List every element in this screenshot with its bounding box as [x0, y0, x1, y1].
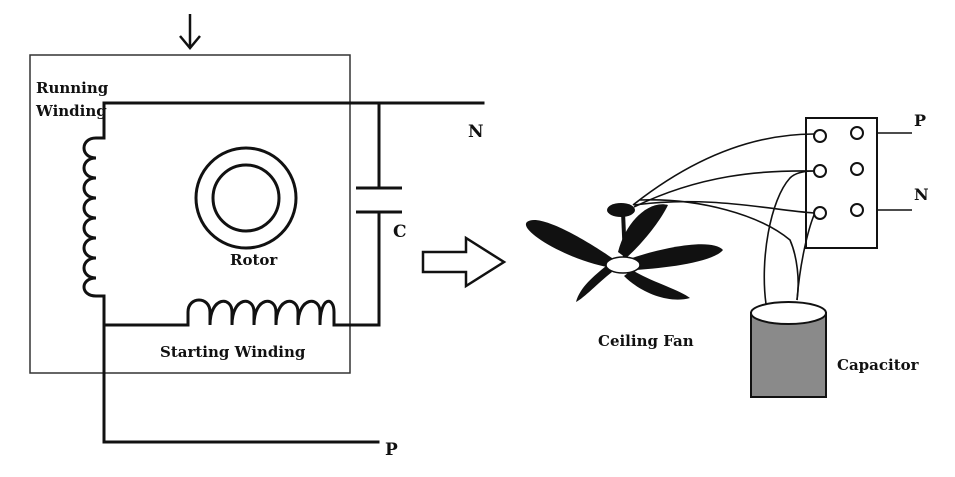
terminal-4 [850, 162, 864, 176]
supply-neutral-label: N [914, 185, 929, 204]
capacitor-wire-3 [639, 199, 799, 301]
terminal-6 [850, 203, 864, 217]
right-arrow-icon [421, 235, 507, 289]
phase-wire [102, 323, 380, 444]
terminal-5 [813, 206, 827, 220]
terminal-3 [813, 164, 827, 178]
ceiling-fan-label: Ceiling Fan [598, 332, 694, 350]
down-arrow-icon [179, 14, 201, 50]
fan-wire-3 [633, 200, 815, 214]
capacitor-symbol-label: C [393, 222, 407, 242]
terminal-2 [850, 126, 864, 140]
neutral-wire [102, 101, 485, 140]
phase-label: P [385, 440, 398, 460]
capacitor-symbol [356, 101, 402, 214]
neutral-label: N [468, 122, 484, 142]
ceiling-fan-icon [525, 203, 723, 302]
terminal-1 [813, 129, 827, 143]
capacitor-label: Capacitor [837, 356, 920, 374]
supply-phase-label: P [914, 111, 926, 130]
fan-wire-2 [633, 170, 815, 208]
capacitor-wire-1 [763, 170, 815, 305]
capacitor-can [750, 301, 827, 398]
motor-housing [29, 54, 351, 374]
running-winding-label-line1: Running [36, 79, 109, 97]
rotor-label: Rotor [230, 251, 278, 269]
running-winding-label-line2: Winding [35, 102, 107, 120]
running-winding-coil [82, 136, 106, 327]
fan-wire-1 [632, 133, 815, 206]
starting-winding-coil [186, 298, 336, 327]
starting-winding-label: Starting Winding [160, 343, 306, 361]
rotor [194, 146, 298, 250]
starting-winding-wire-right [332, 210, 381, 327]
